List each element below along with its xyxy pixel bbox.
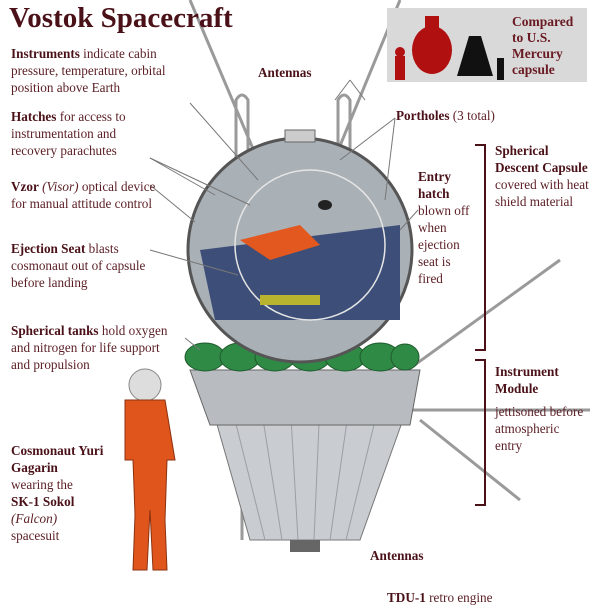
label-instruments: Instruments indicate cabin pressure, tem… xyxy=(11,45,206,96)
label-italic-wrap: (Falcon) xyxy=(11,510,116,527)
label-heading: Entry hatch xyxy=(418,169,451,201)
label-heading: Cosmonaut Yuri Gagarin xyxy=(11,443,104,475)
label-text: covered with heat shield material xyxy=(495,177,589,209)
section-brackets xyxy=(475,144,486,506)
label-text: blasts cosmonaut out of capsule before l… xyxy=(11,241,146,290)
label-spherical-tanks: Spherical tanks hold oxygen and nitrogen… xyxy=(11,322,171,373)
label-heading: Antennas xyxy=(258,65,312,80)
label-heading: Ejection Seat xyxy=(11,241,86,256)
leader-lines xyxy=(149,79,419,351)
label-portholes: Portholes (3 total) xyxy=(396,107,495,124)
label-text: for access to instrumentation and recove… xyxy=(11,109,126,158)
label-heading: Instrument Module xyxy=(495,364,559,396)
page-title: Vostok Spacecraft xyxy=(9,2,233,34)
ejection-seat-rail xyxy=(260,295,320,305)
comparison-line: capsule xyxy=(512,62,555,77)
comparison-line: Compared xyxy=(512,14,574,29)
comparison-line: to U.S. xyxy=(512,30,551,45)
label-text: indicate cabin pressure, temperature, or… xyxy=(11,46,166,95)
instrument-module xyxy=(189,369,421,426)
label-heading: Portholes xyxy=(396,108,450,123)
label-text: (3 total) xyxy=(452,108,495,123)
cosmonaut-in-seat xyxy=(240,225,320,260)
cosmonaut-figure xyxy=(124,368,176,571)
label-suit-name: SK-1 Sokol xyxy=(11,494,75,509)
capsule-inner-outline xyxy=(234,169,386,321)
label-italic: (Falcon) xyxy=(11,511,58,526)
label-vzor: Vzor (Visor) optical device for manual a… xyxy=(11,178,161,212)
label-italic: (Visor) xyxy=(42,179,79,194)
label-heading: Spherical tanks xyxy=(11,323,99,338)
label-heading: Spherical Descent Capsule xyxy=(495,143,588,175)
label-hatches: Hatches for access to instrumentation an… xyxy=(11,108,161,159)
label-retro-engine: TDU-1 retro engine xyxy=(387,589,492,606)
label-text: spacesuit xyxy=(11,528,60,543)
label-text: jettisoned before atmospheric entry xyxy=(495,404,584,453)
label-heading: Instruments xyxy=(11,46,80,61)
label-ejection-seat: Ejection Seat blasts cosmonaut out of ca… xyxy=(11,240,156,291)
label-heading: Antennas xyxy=(370,548,424,563)
label-text: optical device for manual attitude contr… xyxy=(11,179,156,211)
label-text: blown off when ejection seat is fired xyxy=(418,203,470,286)
label-text: hold oxygen and nitrogen for life suppor… xyxy=(11,323,168,372)
retro-engine xyxy=(290,540,320,552)
label-text: wearing the xyxy=(11,477,73,492)
label-heading: Hatches xyxy=(11,109,57,124)
label-instrument-module: Instrument Module jettisoned before atmos… xyxy=(495,363,585,454)
label-antennas-top: Antennas xyxy=(258,64,312,81)
label-heading: Vzor xyxy=(11,179,39,194)
porthole xyxy=(318,200,332,210)
label-text: retro engine xyxy=(425,590,493,605)
label-heading: TDU-1 xyxy=(387,590,426,605)
comparison-line: Mercury xyxy=(512,46,563,61)
capsule-interior xyxy=(200,225,400,320)
top-hatch xyxy=(284,129,316,143)
comparison-silhouettes-icon xyxy=(395,16,504,80)
label-antennas-bottom: Antennas xyxy=(370,547,424,564)
